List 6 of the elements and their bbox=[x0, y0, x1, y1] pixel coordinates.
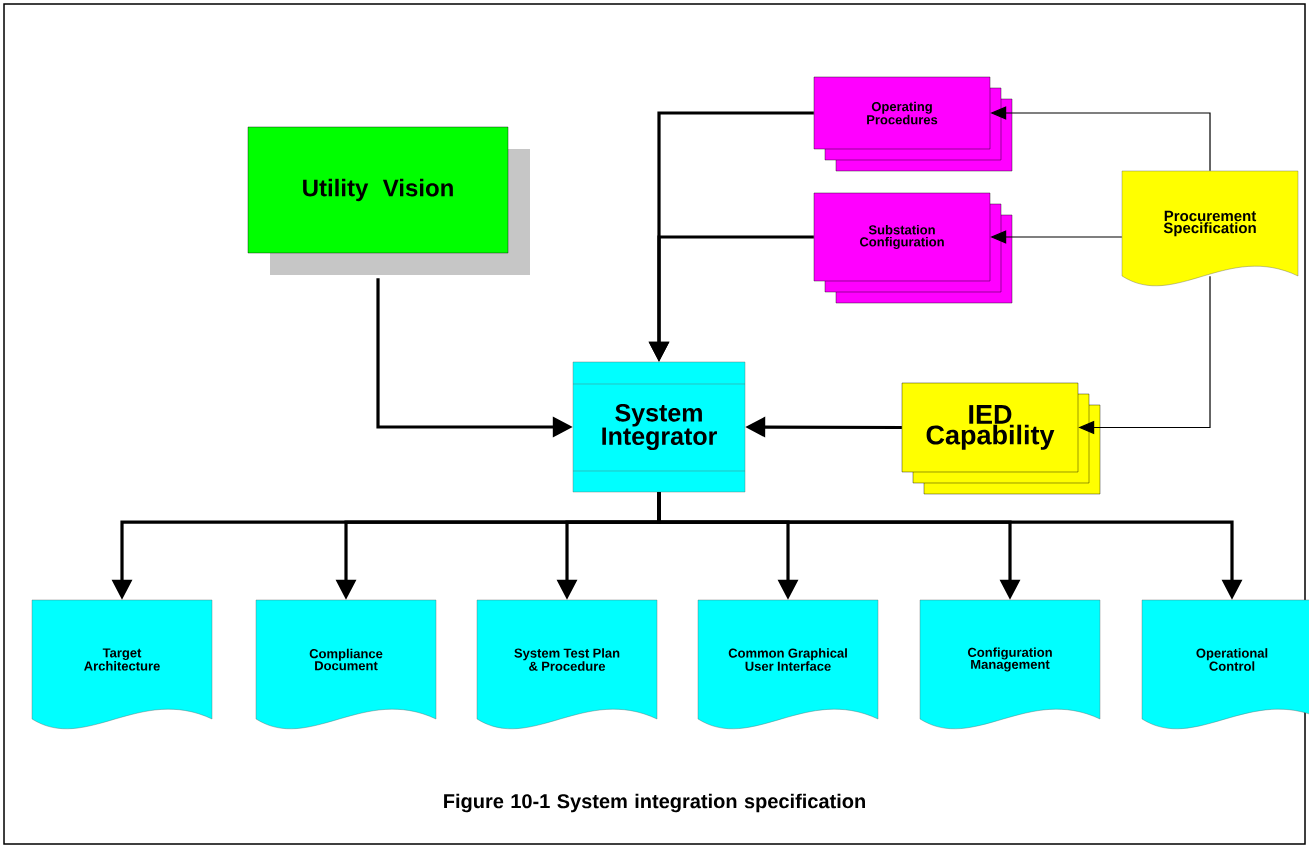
stacked-document-box: Substation Configuration bbox=[813, 192, 1013, 304]
stacked-document-box: Operating Procedures bbox=[813, 76, 1013, 172]
vision-box: Utility Vision bbox=[247, 126, 530, 275]
stacked-document-box: IED Capability bbox=[901, 382, 1101, 495]
caption: Figure 10-1 System integration specification bbox=[444, 793, 865, 813]
integrator-box: System Integrator bbox=[572, 361, 746, 493]
